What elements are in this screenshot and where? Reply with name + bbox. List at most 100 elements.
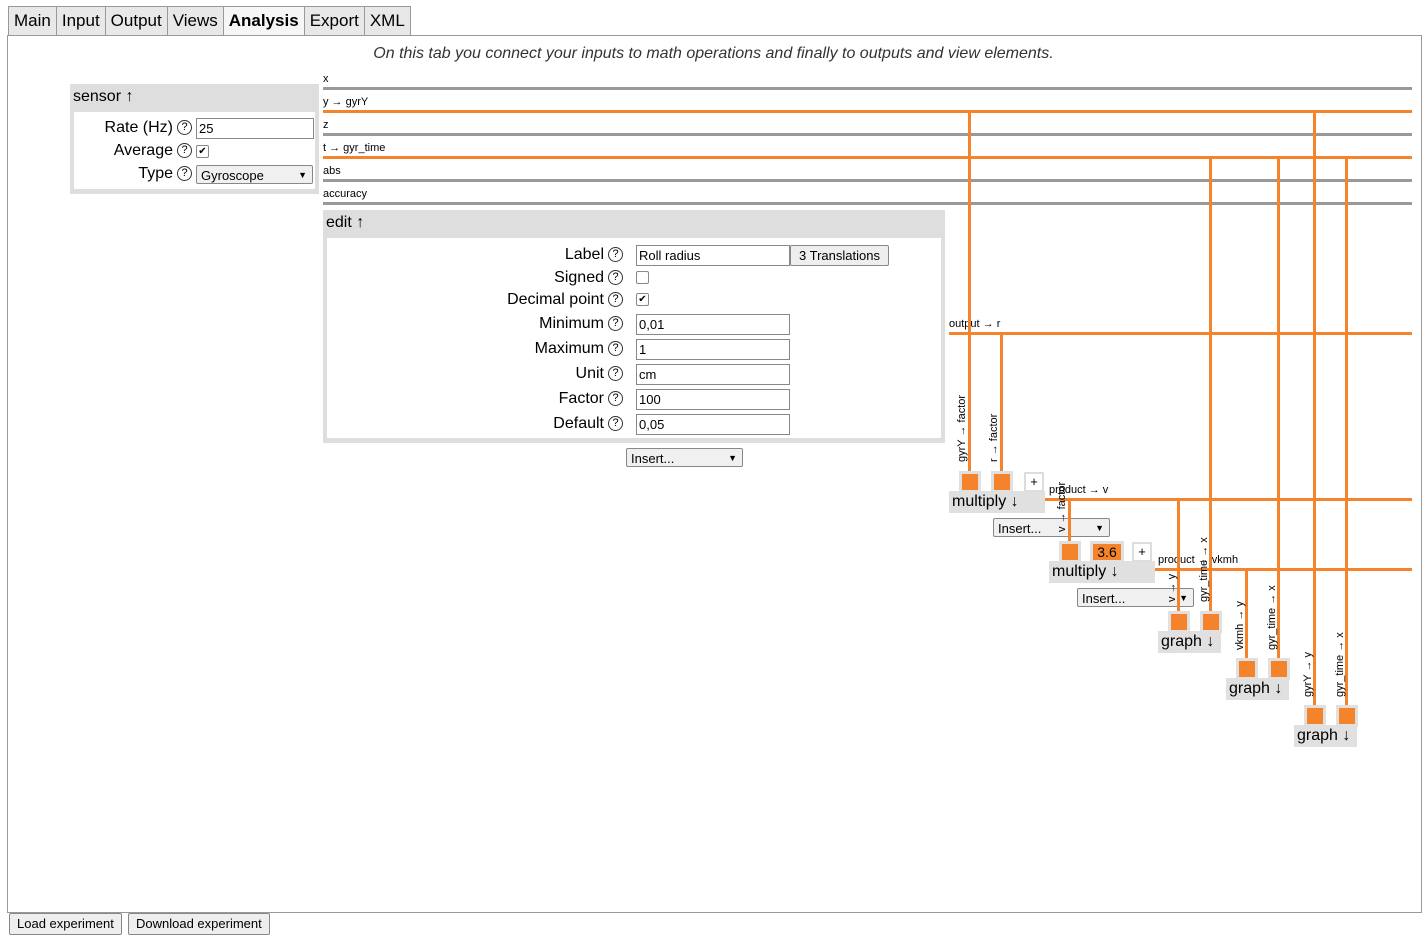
tab-bar: Main Input Output Views Analysis Export … — [8, 6, 411, 35]
signed-checkbox[interactable] — [636, 271, 649, 284]
graph3-in-y-label: gyrY → y — [1302, 651, 1314, 697]
multiply1-add-input-button[interactable]: + — [1024, 472, 1044, 492]
decimal-checkbox[interactable]: ✔ — [636, 293, 649, 306]
multiply1-title[interactable]: multiply ↓ — [949, 491, 1045, 513]
wire-r-multiply1[interactable] — [1000, 335, 1003, 473]
insert-select-main-value: Insert... — [631, 451, 675, 466]
graph3-title[interactable]: graph ↓ — [1294, 725, 1357, 747]
chevron-down-icon: ▼ — [728, 453, 737, 463]
wire-gyr-time-graph3[interactable] — [1345, 159, 1348, 708]
rate-input[interactable] — [196, 118, 314, 139]
load-experiment-button[interactable]: Load experiment — [9, 913, 122, 935]
bus-accuracy[interactable] — [323, 202, 1412, 205]
graph1-in-x-label: gyr_time → x — [1198, 537, 1210, 602]
wire-vkmh-graph2[interactable] — [1245, 571, 1248, 661]
multiply2-title[interactable]: multiply ↓ — [1049, 561, 1155, 583]
graph3-input-x[interactable] — [1339, 708, 1355, 724]
minimum-input[interactable] — [636, 314, 790, 335]
tab-main[interactable]: Main — [8, 6, 57, 35]
wire-gyr-time-graph2[interactable] — [1277, 159, 1280, 661]
bus-label-z: z — [323, 119, 329, 131]
average-label: Average — [113, 142, 173, 159]
bus-z[interactable] — [323, 133, 1412, 136]
wire-v-graph1[interactable] — [1177, 501, 1180, 613]
signed-row: Signed? — [327, 269, 623, 287]
help-icon[interactable]: ? — [608, 292, 623, 308]
help-icon[interactable]: ? — [608, 416, 623, 432]
multiply1-in2-label: r → factor — [988, 413, 1000, 462]
type-label: Type — [138, 165, 173, 182]
unit-row: Unit? — [327, 365, 623, 383]
label-row: Label? — [327, 246, 623, 264]
help-icon[interactable]: ? — [608, 341, 623, 357]
multiply1-input-2[interactable] — [994, 474, 1010, 490]
factor-input[interactable] — [636, 389, 790, 410]
insert-select-multiply1[interactable]: Insert...▼ — [993, 518, 1110, 537]
bus-label-x: x — [323, 73, 329, 85]
bus-gyrY[interactable] — [323, 110, 1412, 113]
rate-label: Rate (Hz) — [104, 119, 173, 136]
tab-output[interactable]: Output — [104, 6, 168, 35]
factor-label: Factor — [558, 390, 604, 407]
insert-select-multiply2[interactable]: Insert... ▼ — [1077, 588, 1194, 607]
help-icon[interactable]: ? — [608, 391, 623, 407]
multiply2-in1-label: v → factor — [1056, 481, 1068, 532]
bus-x[interactable] — [323, 87, 1412, 90]
graph1-input-x[interactable] — [1203, 614, 1219, 630]
label-label: Label — [564, 246, 604, 263]
default-row: Default? — [327, 415, 623, 433]
wire-v-multiply2[interactable] — [1068, 501, 1071, 543]
help-icon[interactable]: ? — [177, 143, 192, 159]
bus-vkmh[interactable] — [1155, 568, 1412, 571]
help-icon[interactable]: ? — [608, 247, 623, 263]
edit-body: Label? 3 Translations Signed? Decimal po… — [327, 238, 941, 438]
bus-gyr-time[interactable] — [323, 156, 1412, 159]
intro-text: On this tab you connect your inputs to m… — [373, 45, 1054, 62]
bus-label-accuracy: accuracy — [323, 188, 368, 200]
edit-title[interactable]: edit ↑ — [326, 214, 365, 231]
help-icon[interactable]: ? — [608, 316, 623, 332]
graph1-title[interactable]: graph ↓ — [1158, 631, 1221, 653]
help-icon[interactable]: ? — [608, 270, 623, 286]
multiply2-add-input-button[interactable]: + — [1132, 542, 1152, 562]
wire-gyrY-graph3[interactable] — [1313, 113, 1316, 708]
download-experiment-button[interactable]: Download experiment — [128, 913, 270, 935]
multiply1-input-1[interactable] — [962, 474, 978, 490]
unit-input[interactable] — [636, 364, 790, 385]
factor-row: Factor? — [327, 390, 623, 408]
graph2-input-y[interactable] — [1239, 661, 1255, 677]
graph2-title[interactable]: graph ↓ — [1226, 678, 1289, 700]
wire-gyr-time-graph1[interactable] — [1209, 159, 1212, 613]
graph2-input-x[interactable] — [1271, 661, 1287, 677]
multiply2-constant[interactable]: 3.6 — [1093, 544, 1121, 560]
default-input[interactable] — [636, 414, 790, 435]
tab-xml[interactable]: XML — [363, 6, 411, 35]
tab-export[interactable]: Export — [303, 6, 365, 35]
insert-select-main[interactable]: Insert... ▼ — [626, 448, 743, 467]
graph3-input-y[interactable] — [1307, 708, 1323, 724]
edit-module: edit ↑ Label? 3 Translations Signed? Dec… — [323, 210, 945, 443]
help-icon[interactable]: ? — [177, 120, 192, 136]
bus-r[interactable] — [949, 332, 1412, 335]
bus-abs[interactable] — [323, 179, 1412, 182]
translations-button[interactable]: 3 Translations — [790, 245, 889, 266]
chevron-down-icon: ▼ — [1179, 593, 1188, 603]
multiply2-input-1[interactable] — [1062, 544, 1078, 560]
tab-views[interactable]: Views — [166, 6, 224, 35]
tab-input[interactable]: Input — [55, 6, 106, 35]
type-select[interactable]: Gyroscope▼ — [196, 165, 313, 184]
maximum-row: Maximum? — [327, 340, 623, 358]
help-icon[interactable]: ? — [608, 366, 623, 382]
insert-select-multiply2-value: Insert... — [1082, 591, 1126, 606]
bus-v[interactable] — [1045, 498, 1412, 501]
help-icon[interactable]: ? — [177, 166, 192, 182]
label-input[interactable] — [636, 245, 790, 266]
maximum-input[interactable] — [636, 339, 790, 360]
average-checkbox[interactable]: ✔ — [196, 145, 209, 158]
sensor-title[interactable]: sensor ↑ — [73, 88, 134, 105]
type-row: Type? — [74, 165, 192, 183]
multiply1-in1-label: gyrY → factor — [956, 394, 968, 462]
wire-gyrY-multiply1[interactable] — [968, 113, 971, 473]
graph1-input-y[interactable] — [1171, 614, 1187, 630]
tab-analysis[interactable]: Analysis — [222, 6, 305, 35]
